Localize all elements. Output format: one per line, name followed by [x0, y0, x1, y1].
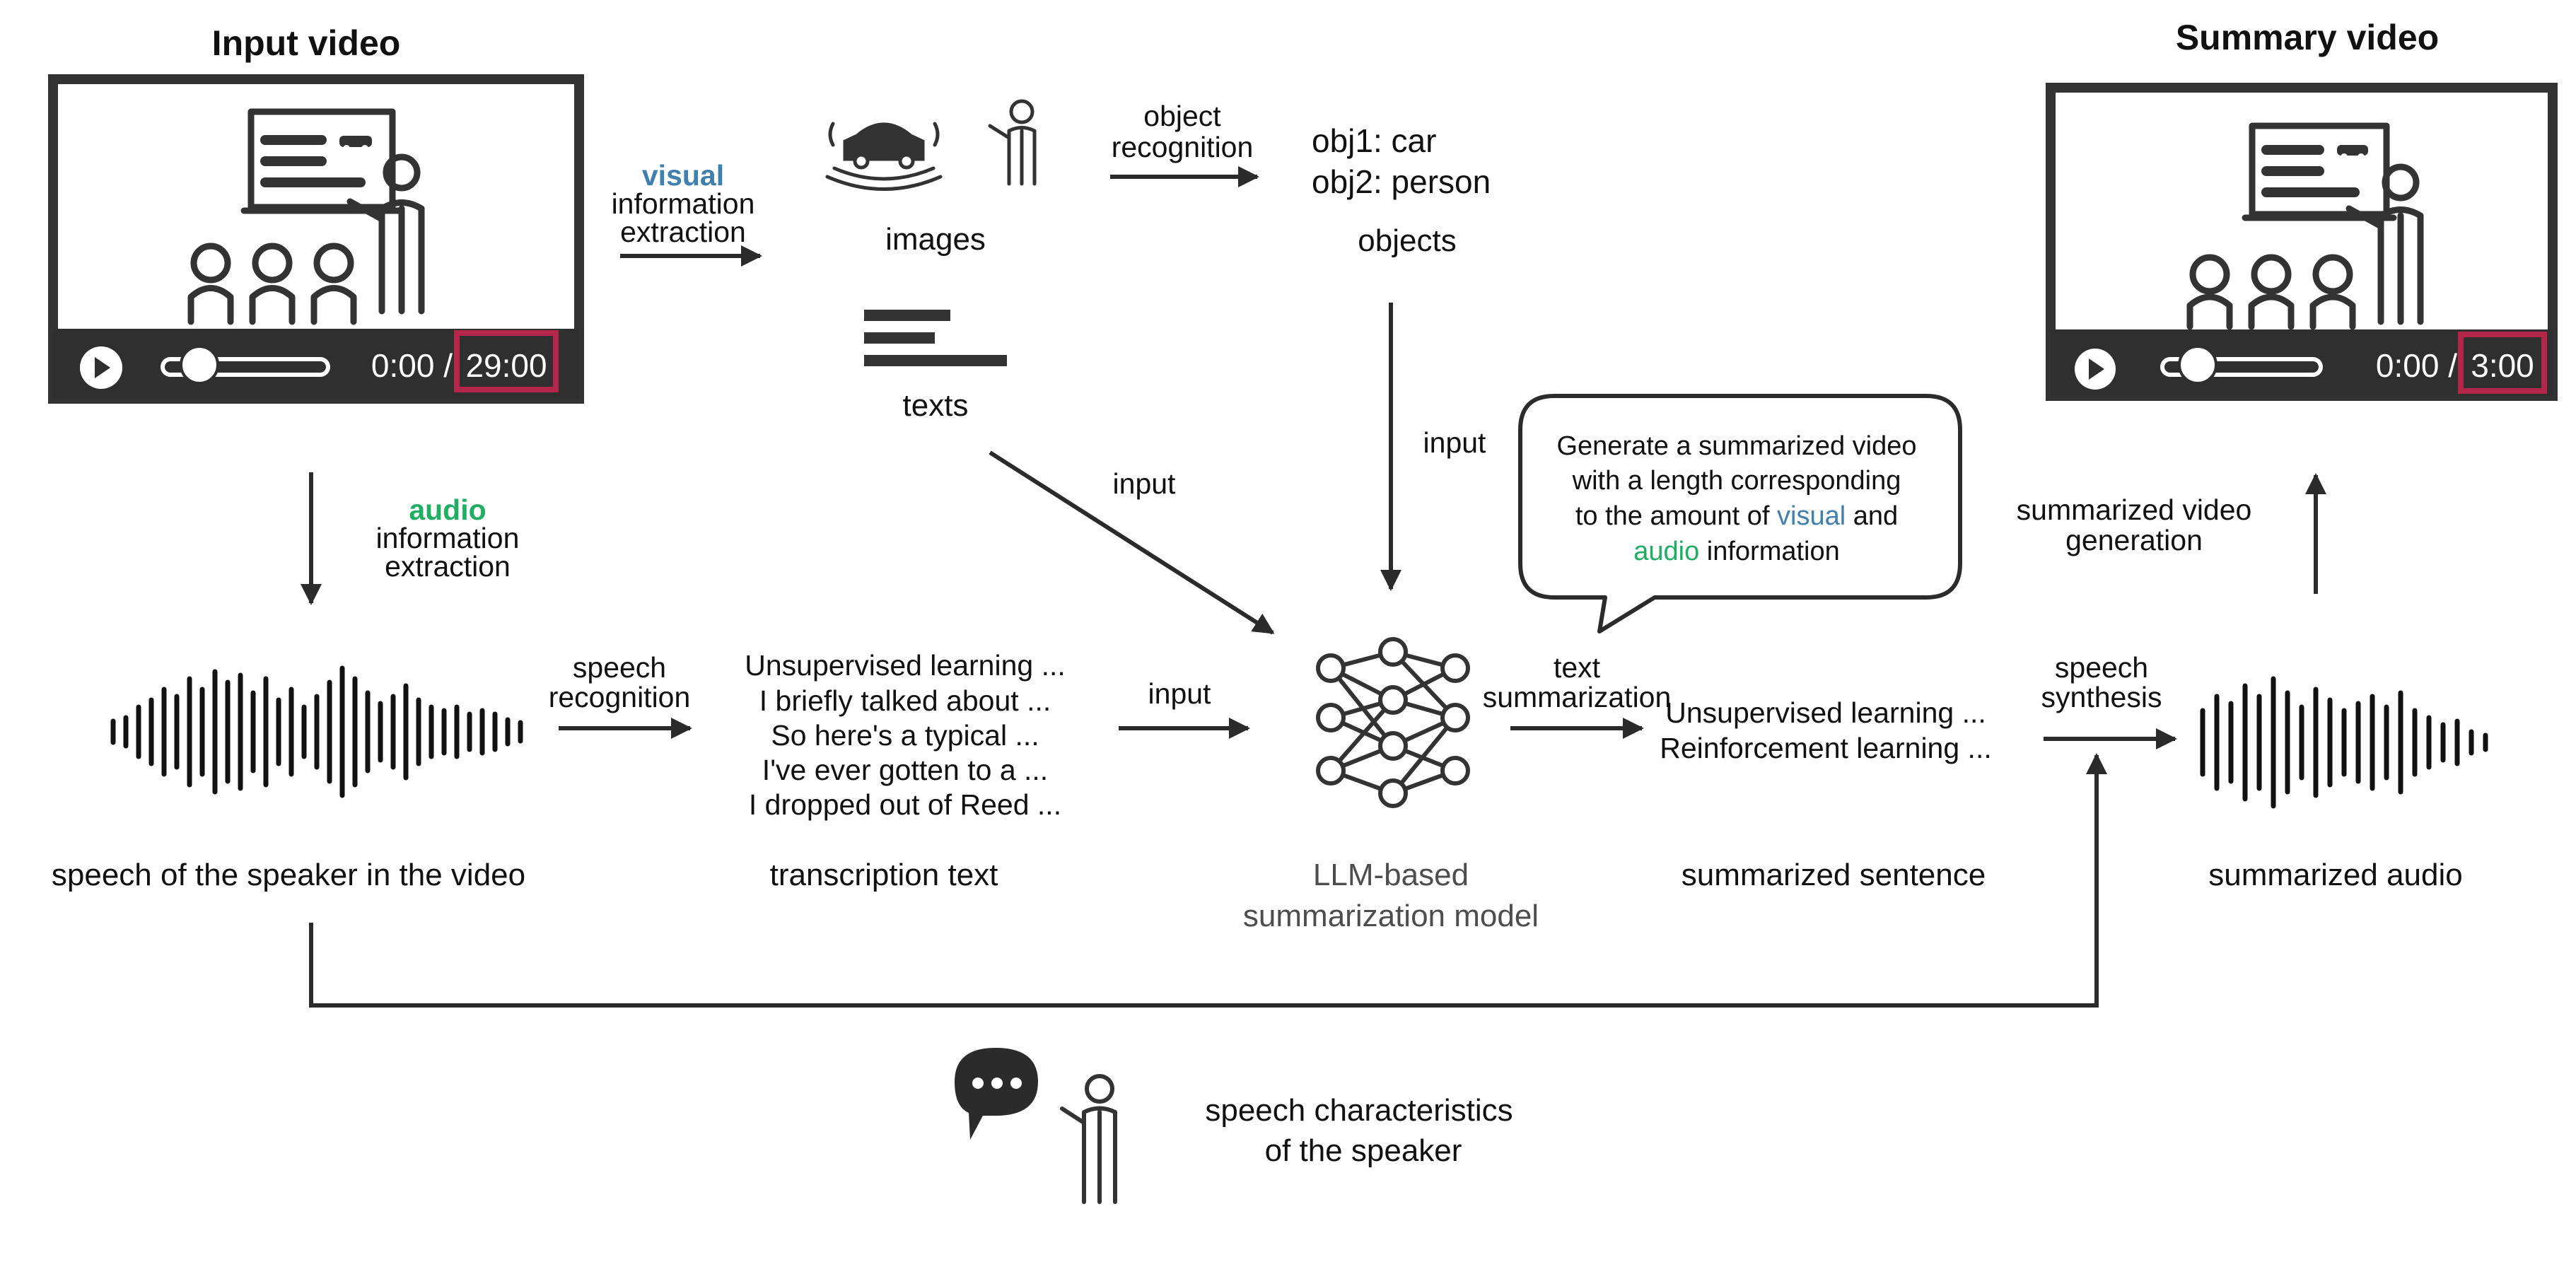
car-icon — [339, 136, 372, 152]
object-item-1: obj1: car — [1312, 122, 1436, 159]
arrow-speaker-characteristics — [309, 753, 2107, 1008]
summary-video-title: Summary video — [2176, 18, 2439, 57]
transcription-label: transcription text — [770, 858, 998, 892]
slider-handle[interactable] — [180, 345, 219, 385]
input-time-total: 29:00 — [465, 347, 547, 384]
summarized-sentence-line-1: Unsupervised learning ... — [1665, 696, 1986, 729]
summary-play-icon — [2089, 358, 2104, 380]
summary-video-player: 0:00 / 3:00 — [2046, 83, 2558, 401]
input-video-player: 0:00 / 29:00 — [48, 74, 584, 404]
progress-slider[interactable] — [161, 345, 330, 385]
play-icon — [95, 357, 110, 378]
transcription-line-2: I briefly talked about ... — [759, 684, 1051, 717]
transcription-line-4: I've ever gotten to a ... — [762, 754, 1048, 786]
object-recognition-line2: recognition — [1112, 131, 1254, 163]
speaker-characteristics-line1: speech characteristics — [1205, 1093, 1513, 1128]
text-lines-icon — [864, 310, 1007, 366]
prompt-line1: Generate a summarized video — [1556, 431, 1916, 461]
input-label-texts: input — [1113, 467, 1177, 500]
summarized-audio-label: summarized audio — [2208, 858, 2463, 892]
input-label-objects: input — [1423, 426, 1487, 459]
summary-slider-handle[interactable] — [2178, 345, 2217, 385]
objects-label: objects — [1358, 223, 1456, 258]
neural-network-icon — [1316, 637, 1470, 808]
summarized-waveform-icon — [2200, 676, 2488, 809]
summarized-sentence-label: summarized sentence — [1682, 858, 1986, 892]
visual-extraction-line2: extraction — [620, 216, 746, 248]
audio-keyword: audio — [409, 494, 486, 526]
summary-time-total: 3:00 — [2471, 347, 2534, 384]
summary-duration-highlight — [2458, 332, 2547, 394]
speech-waveform-icon — [110, 665, 523, 798]
speech-synthesis-line1: speech — [2055, 651, 2148, 684]
transcription-line-5: I dropped out of Reed ... — [749, 788, 1061, 821]
summary-car-icon — [2337, 145, 2368, 160]
speech-recognition-line2: recognition — [549, 681, 691, 713]
llm-label-line2: summarization model — [1243, 899, 1539, 933]
audio-extraction-line1: information — [376, 522, 520, 554]
transcription-line-3: So here's a typical ... — [771, 719, 1039, 752]
audio-extraction-line2: extraction — [385, 550, 511, 583]
visual-extraction-line1: information — [612, 187, 755, 220]
prompt-speech-bubble: Generate a summarized video with a lengt… — [1518, 394, 1962, 634]
car-sensor-icon — [825, 122, 943, 191]
speech-label: speech of the speaker in the video — [52, 858, 525, 892]
text-summarization-line2: summarization — [1483, 681, 1672, 713]
speaker-characteristics-line2: of the speaker — [1265, 1133, 1462, 1168]
speech-recognition-line1: speech — [573, 651, 666, 684]
arrow-texts-to-llm — [989, 450, 1275, 635]
object-recognition-line1: object — [1143, 100, 1221, 132]
video-generation-line2: generation — [2065, 524, 2203, 556]
summary-progress-slider[interactable] — [2160, 345, 2323, 385]
summarized-sentence-line-2: Reinforcement learning ... — [1660, 732, 1991, 764]
summary-time-current: 0:00 / — [2376, 347, 2457, 384]
visual-keyword: visual — [642, 159, 724, 192]
input-time-current: 0:00 / — [371, 347, 453, 384]
images-label: images — [885, 222, 986, 257]
input-label-transcription: input — [1148, 677, 1212, 710]
texts-label: texts — [903, 388, 969, 423]
summary-presenter-scene-icon — [2186, 122, 2424, 330]
input-video-title: Input video — [212, 23, 401, 63]
transcription-line-1: Unsupervised learning ... — [745, 649, 1066, 682]
llm-label-line1: LLM-based — [1313, 858, 1469, 892]
input-duration-highlight — [454, 330, 559, 392]
object-item-2: obj2: person — [1312, 163, 1491, 200]
presenter-scene-icon — [187, 108, 425, 325]
text-summarization-line1: text — [1554, 651, 1601, 684]
person-icon — [988, 99, 1037, 186]
talking-speaker-icon — [955, 1048, 1117, 1204]
speech-synthesis-line2: synthesis — [2041, 681, 2162, 713]
prompt-line4: audio information — [1633, 537, 1840, 566]
prompt-line3: to the amount of visual and — [1575, 501, 1898, 531]
video-generation-line1: summarized video — [2017, 494, 2252, 526]
prompt-line2: with a length corresponding — [1572, 466, 1901, 496]
